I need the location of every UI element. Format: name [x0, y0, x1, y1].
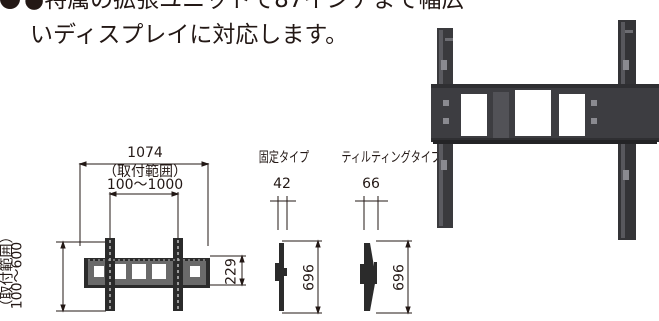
fixed-type-title: 固定タイプ — [258, 150, 310, 166]
horizontal-range-caption: （取付範囲） — [103, 164, 187, 180]
horizontal-range-label: 100〜1000 — [106, 177, 184, 193]
total-width-label: 1074 — [127, 145, 163, 161]
wall-mount-photo — [431, 20, 659, 240]
tilting-type-height: 696 — [391, 264, 408, 291]
plate-height-label: 229 — [223, 258, 240, 285]
fixed-type-depth: 42 — [273, 176, 291, 192]
vertical-range-label: 100〜600 — [9, 241, 26, 310]
tilting-type-depth: 66 — [362, 176, 380, 192]
front-view-bracket — [84, 238, 210, 311]
intro-line-1-text: ●特属の拡張ユニットで87インチまで幅広 — [24, 0, 465, 13]
intro-text: ●特属の拡張ユニットで87インチまで幅広 いディスプレイに対応します。 — [0, 0, 464, 53]
fixed-type-side-view — [275, 243, 287, 311]
tilting-type-side-view — [360, 243, 377, 311]
tilting-type-title: ティルティングタイプ — [341, 150, 441, 166]
fixed-type-height: 696 — [301, 264, 318, 291]
bullet-icon — [0, 0, 20, 9]
intro-line-2: いディスプレイに対応します。 — [30, 22, 349, 48]
intro-line-1: ●特属の拡張ユニットで87インチまで幅広 — [0, 0, 464, 18]
